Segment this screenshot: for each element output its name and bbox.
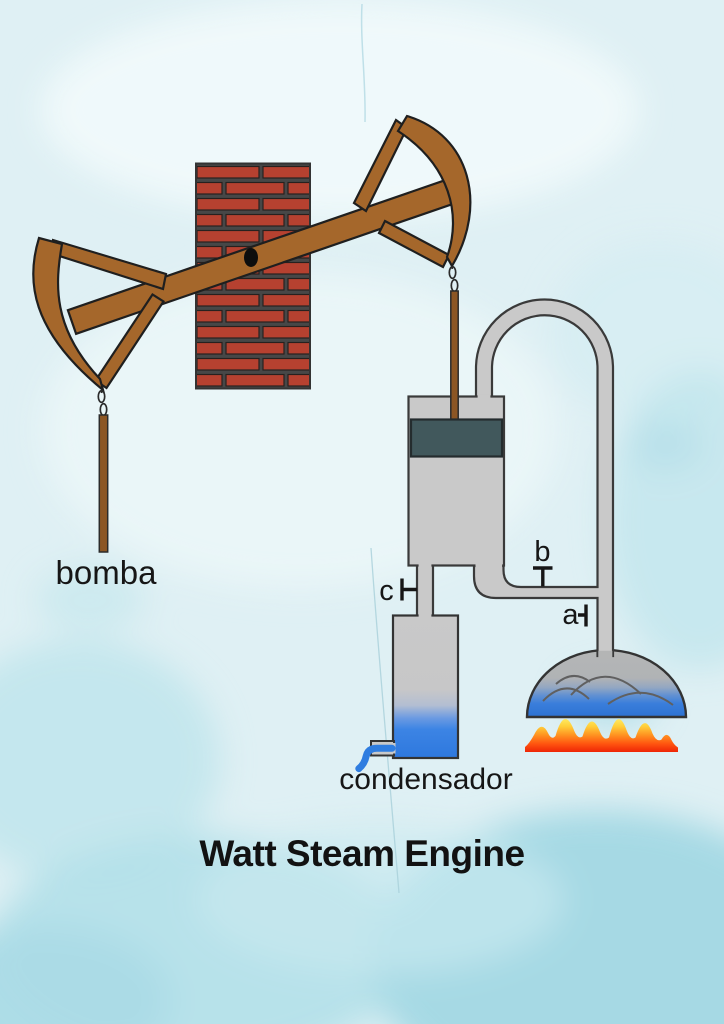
chain-link <box>448 265 457 280</box>
valve-b-label: b <box>534 536 550 568</box>
wooden-structure <box>32 114 472 394</box>
arch-spoke <box>377 219 451 269</box>
valve-b-mark <box>533 566 553 587</box>
valve-a-mark <box>578 604 588 627</box>
left-arch-head <box>32 236 168 394</box>
crack-line <box>370 547 400 894</box>
flames <box>525 719 678 752</box>
steam-waves <box>542 675 674 706</box>
beam-pivot <box>244 248 258 267</box>
cylinder-top-joint <box>477 394 491 399</box>
cylinder-outlet-joint <box>475 563 503 569</box>
water-outflow <box>355 744 396 773</box>
valve-c-label: c <box>379 575 394 607</box>
condenser-inlet-joint <box>418 613 432 618</box>
condenser <box>355 613 460 773</box>
chain-link <box>97 389 106 404</box>
cylinder-bottom-joint <box>418 563 432 569</box>
boiler <box>525 648 688 719</box>
valve-a: a <box>562 599 588 631</box>
crack-line <box>360 3 366 123</box>
piston-rod <box>450 290 459 423</box>
valve-c: c <box>379 575 417 607</box>
valve-b: b <box>533 536 553 587</box>
condenser-label: condensador <box>339 763 512 796</box>
pump-rod <box>98 414 109 553</box>
valve-a-label: a <box>562 599 579 631</box>
piston <box>409 418 504 458</box>
diagram-title: Watt Steam Engine <box>199 833 524 874</box>
pump-label: bomba <box>56 554 158 591</box>
right-arch-head <box>352 114 472 269</box>
pipe-boiler-joint <box>598 650 613 659</box>
valve-c-mark <box>400 578 417 601</box>
steam-pipe <box>472 298 615 658</box>
condenser-vessel <box>391 614 460 760</box>
arch-band <box>32 236 105 394</box>
condenser-pipe <box>415 563 435 618</box>
